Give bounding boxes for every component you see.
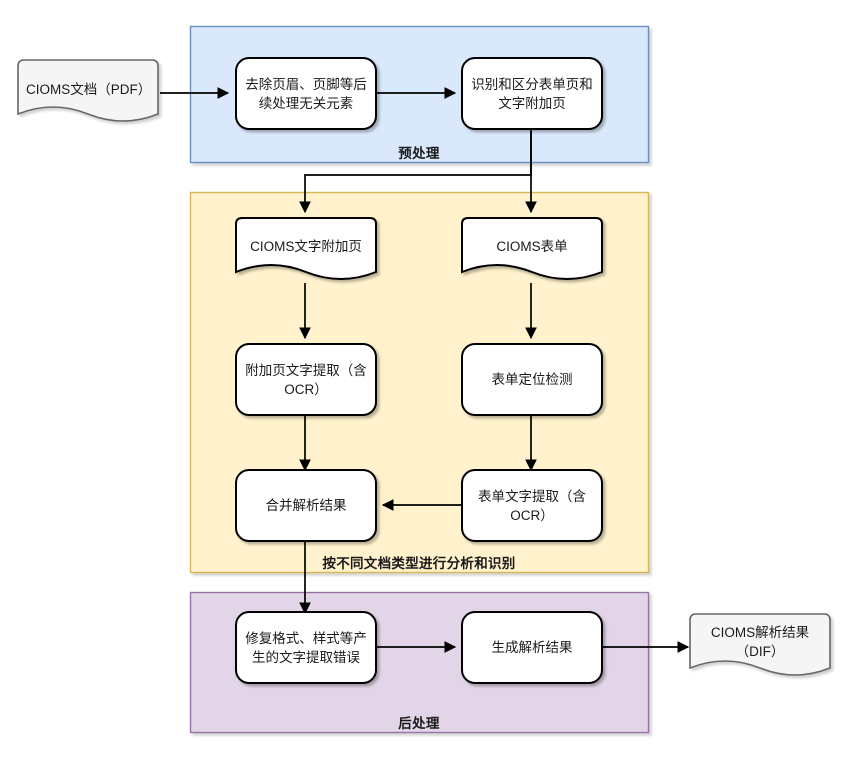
- shape-classify-pages: [461, 57, 603, 130]
- shape-input-doc: [17, 59, 159, 122]
- lane-label-postprocess: 后处理: [398, 716, 440, 731]
- shape-output-doc: [689, 613, 831, 676]
- shape-text-attach-pages: [235, 217, 377, 280]
- shape-form-locate-detect: [461, 343, 603, 416]
- shape-fix-format-errors: [235, 611, 377, 684]
- shape-merge-results: [235, 469, 377, 542]
- shape-attach-text-extract: [235, 343, 377, 416]
- shape-strip-headers: [235, 57, 377, 130]
- lane-label-preprocess: 预处理: [398, 146, 440, 161]
- shape-cioms-form: [461, 217, 603, 280]
- shape-form-text-extract: [461, 469, 603, 542]
- shape-generate-results: [461, 611, 603, 684]
- lane-label-analyze: 按不同文档类型进行分析和识别: [322, 556, 516, 571]
